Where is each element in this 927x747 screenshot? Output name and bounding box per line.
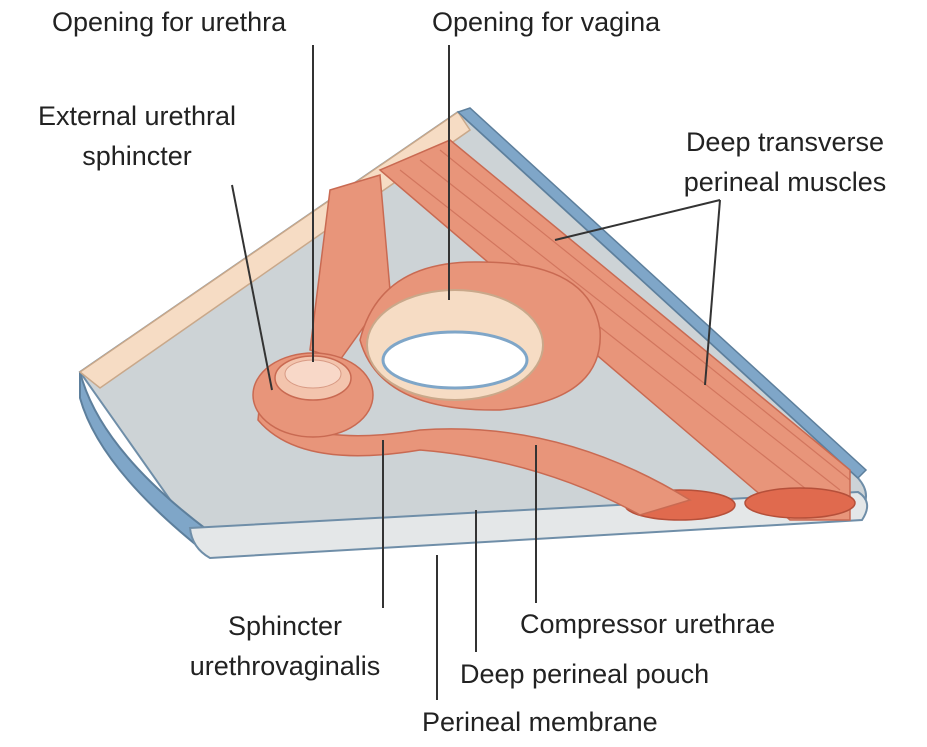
label-sphincter-uv: Sphincter bbox=[170, 610, 400, 642]
vagina-opening bbox=[383, 332, 527, 388]
label-opening-vagina: Opening for vagina bbox=[432, 6, 660, 38]
label-compressor-urethrae: Compressor urethrae bbox=[520, 608, 775, 640]
urethra-opening bbox=[285, 360, 341, 388]
label-sphincter: sphincter bbox=[12, 140, 262, 172]
label-deep-perineal-pouch: Deep perineal pouch bbox=[460, 658, 709, 690]
label-perineal-membrane: Perineal membrane bbox=[422, 706, 658, 738]
label-opening-urethra: Opening for urethra bbox=[52, 6, 286, 38]
label-external-urethral: External urethral bbox=[12, 100, 262, 132]
muscle-cross-section-2 bbox=[745, 488, 855, 518]
label-perineal-muscles: perineal muscles bbox=[660, 166, 910, 198]
label-urethrovaginalis: urethrovaginalis bbox=[170, 650, 400, 682]
label-deep-transverse: Deep transverse bbox=[660, 126, 910, 158]
